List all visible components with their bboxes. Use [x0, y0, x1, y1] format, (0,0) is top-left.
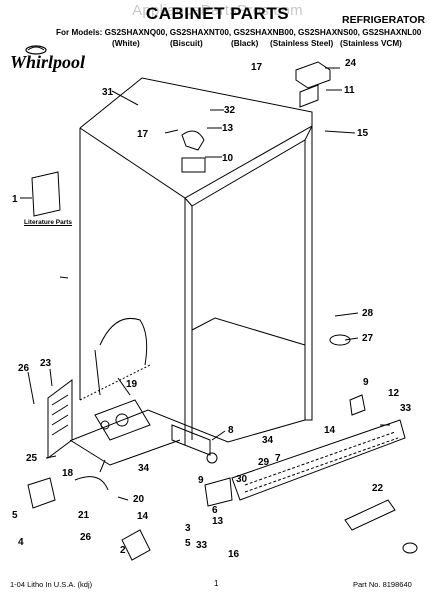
footer-page-number: 1	[214, 579, 219, 588]
callout-24-2: 24	[345, 58, 357, 69]
callout-14-34: 14	[137, 511, 149, 522]
callout-21-30: 21	[78, 510, 90, 521]
callout-2-36: 2	[120, 545, 126, 556]
callout-4-31: 4	[18, 537, 24, 548]
callout-14-18: 14	[324, 425, 336, 436]
callout-12-16: 12	[388, 388, 400, 399]
color-stainless-vcm: (Stainless VCM)	[340, 39, 402, 48]
callout-19-12: 19	[126, 379, 138, 390]
models-line: For Models: GS2SHAXNQ00, GS2SHAXNT00, GS…	[56, 28, 422, 37]
callout-26-32: 26	[80, 532, 92, 543]
callout-5-29: 5	[12, 510, 18, 521]
callout-18-22: 18	[62, 468, 74, 479]
callout-3-35: 3	[185, 523, 191, 534]
callout-31-0: 31	[102, 87, 114, 98]
callout-10-8: 10	[222, 153, 234, 164]
callout-13-6: 13	[222, 123, 234, 134]
callout-26-11: 26	[18, 363, 30, 374]
callout-9-24: 9	[198, 475, 204, 486]
footer-part-number: Part No. 8198640	[353, 580, 412, 589]
callout-32-4: 32	[224, 105, 236, 116]
literature-parts-label: Literature Parts	[24, 219, 73, 226]
brand-logo-text: Whirlpool	[10, 52, 86, 72]
watermark: AppliancePartsPros.com	[132, 2, 303, 19]
callout-34-19: 34	[262, 435, 274, 446]
callout-28-13: 28	[362, 308, 374, 319]
color-white: (White)	[112, 39, 140, 48]
color-biscuit: (Biscuit)	[170, 39, 203, 48]
callout-23-10: 23	[40, 358, 52, 369]
callout-16-41: 16	[228, 549, 240, 560]
callout-7-27: 7	[275, 453, 281, 464]
category-label: REFRIGERATOR	[342, 14, 426, 26]
color-black: (Black)	[231, 39, 259, 48]
callout-30-26: 30	[236, 474, 248, 485]
callout-11-3: 11	[344, 85, 355, 96]
callout-27-14: 27	[362, 333, 374, 344]
callout-25-21: 25	[26, 453, 38, 464]
callout-29-25: 29	[258, 457, 270, 468]
callout-33-17: 33	[400, 403, 412, 414]
callout-17-5: 17	[137, 129, 149, 140]
callout-17-1: 17	[251, 62, 263, 73]
callout-13-39: 13	[212, 516, 224, 527]
callout-5-37: 5	[185, 538, 191, 549]
callout-34-23: 34	[138, 463, 150, 474]
callout-1-9: 1	[12, 194, 18, 205]
callout-20-28: 20	[133, 494, 145, 505]
callout-6-38: 6	[212, 505, 218, 516]
page-title: CABINET PARTS	[145, 4, 290, 23]
callout-9-15: 9	[363, 377, 369, 388]
callout-8-20: 8	[228, 425, 234, 436]
callout-22-33: 22	[372, 483, 384, 494]
brand-logo-mark	[25, 45, 47, 55]
callout-15-7: 15	[357, 128, 369, 139]
color-stainless: (Stainless Steel)	[270, 39, 334, 48]
callout-33-40: 33	[196, 540, 208, 551]
footer-litho: 1-04 Litho In U.S.A. (kdj)	[10, 580, 93, 589]
